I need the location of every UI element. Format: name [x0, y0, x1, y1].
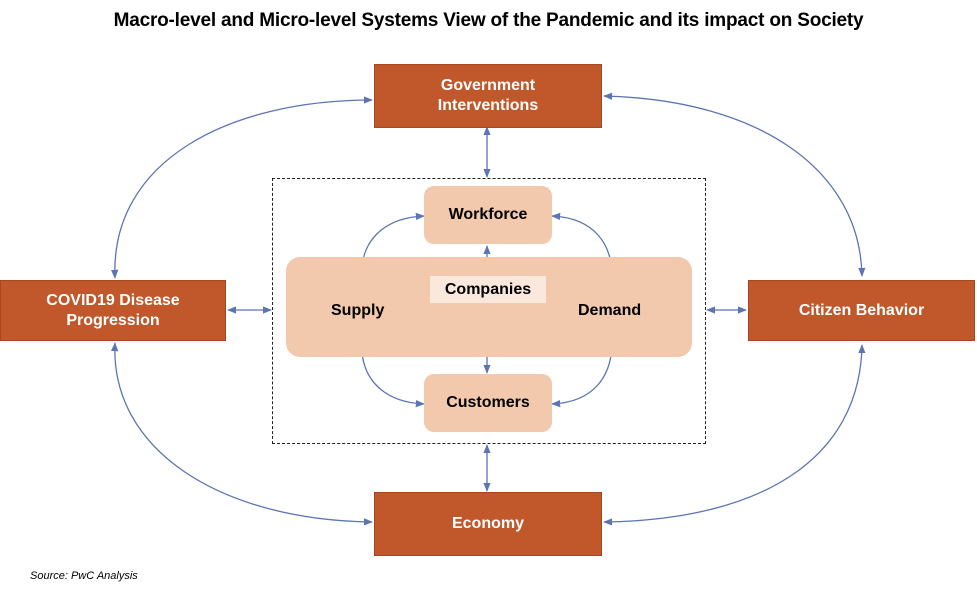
- covid19-disease-progression-label: COVID19 Disease Progression: [46, 291, 180, 329]
- citizen-behavior-box: Citizen Behavior: [748, 280, 975, 341]
- citizen-behavior-label: Citizen Behavior: [798, 301, 925, 319]
- micro-level-frame: [272, 178, 706, 444]
- companies-band: [286, 257, 692, 357]
- government-interventions-label: Government Interventions: [437, 77, 539, 114]
- demand-label: Demand: [578, 302, 642, 319]
- arrow-covid-economy: [110, 342, 373, 526]
- workforce-label: Workforce: [448, 206, 528, 223]
- companies-label: Companies: [430, 276, 546, 303]
- workforce-box: Workforce: [424, 186, 552, 244]
- economy-label: Economy: [451, 515, 524, 532]
- customers-box: Customers: [424, 374, 552, 432]
- economy-box: Economy: [374, 492, 602, 556]
- supply-label: Supply: [331, 302, 385, 319]
- source-note: Source: PwC Analysis: [30, 570, 138, 582]
- diagram-title: Macro-level and Micro-level Systems View…: [113, 10, 864, 31]
- covid19-disease-progression-box: COVID19 Disease Progression: [0, 280, 226, 341]
- arrow-citizen-economy: [603, 344, 866, 526]
- customers-label: Customers: [446, 394, 530, 411]
- arrow-gov-covid: [111, 96, 373, 279]
- government-interventions-box: Government Interventions: [374, 64, 602, 128]
- arrow-gov-citizen: [603, 92, 866, 277]
